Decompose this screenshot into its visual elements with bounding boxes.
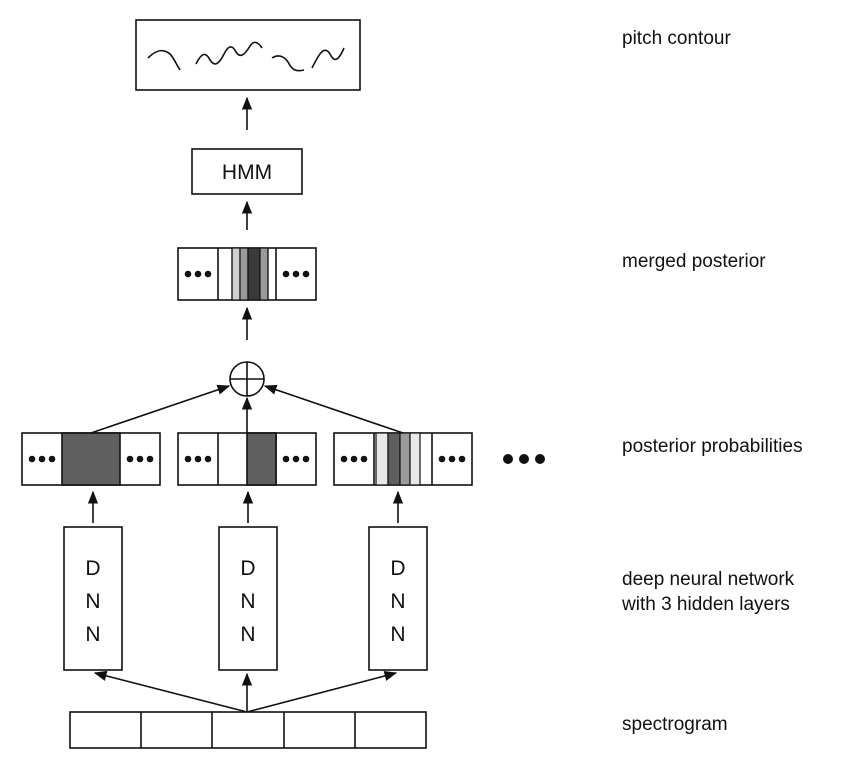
posterior-bin — [246, 432, 277, 486]
contour-curve-2 — [195, 41, 263, 65]
contour-curve-4 — [311, 47, 345, 69]
contour-curve-3 — [271, 55, 305, 72]
merged-bin — [247, 247, 261, 301]
combine-circle — [229, 361, 265, 397]
merged-bin — [259, 247, 269, 301]
hmm-box: HMM — [191, 148, 303, 195]
hmm-label: HMM — [222, 161, 272, 184]
label-pitch-contour: pitch contour — [622, 28, 731, 49]
ellipsis-dots — [184, 270, 310, 278]
more-networks-ellipsis — [503, 454, 545, 464]
posterior-bin — [387, 432, 401, 486]
arrow — [90, 384, 231, 434]
arrow — [246, 670, 398, 713]
dnn-letter: D — [390, 557, 405, 580]
dnn-box-2: D N N — [218, 526, 278, 671]
dnn-letter: N — [240, 590, 255, 613]
posterior-bin — [375, 432, 389, 486]
merged-bin — [231, 247, 241, 301]
arrow — [93, 670, 248, 713]
posterior-bin — [409, 432, 421, 486]
contour-curve-1 — [147, 49, 181, 71]
dnn-letter: N — [240, 623, 255, 646]
dnn-letter: N — [85, 623, 100, 646]
label-dnn-line2: with 3 hidden layers — [622, 594, 790, 615]
posterior-box-3 — [333, 432, 473, 486]
label-spectrogram: spectrogram — [622, 714, 728, 735]
dnn-box-3: D N N — [368, 526, 428, 671]
posterior-bin — [399, 432, 411, 486]
label-posterior-probabilities: posterior probabilities — [622, 436, 803, 457]
dnn-letter: N — [85, 590, 100, 613]
merged-bin — [239, 247, 249, 301]
label-dnn-line1: deep neural network — [622, 569, 795, 590]
label-merged-posterior: merged posterior — [622, 251, 766, 272]
posterior-box-2 — [177, 432, 317, 486]
dnn-letter: D — [240, 557, 255, 580]
posterior-box-1 — [21, 432, 161, 486]
spectrogram-bar — [69, 711, 427, 749]
arrow — [263, 384, 404, 434]
dnn-box-1: D N N — [63, 526, 123, 671]
posterior-bin — [61, 432, 121, 486]
merged-posterior-box — [177, 247, 317, 301]
dnn-letter: D — [85, 557, 100, 580]
dnn-letter: N — [390, 623, 405, 646]
dnn-letter: N — [390, 590, 405, 613]
pitch-contour-box — [135, 19, 361, 91]
arrows — [87, 96, 404, 713]
